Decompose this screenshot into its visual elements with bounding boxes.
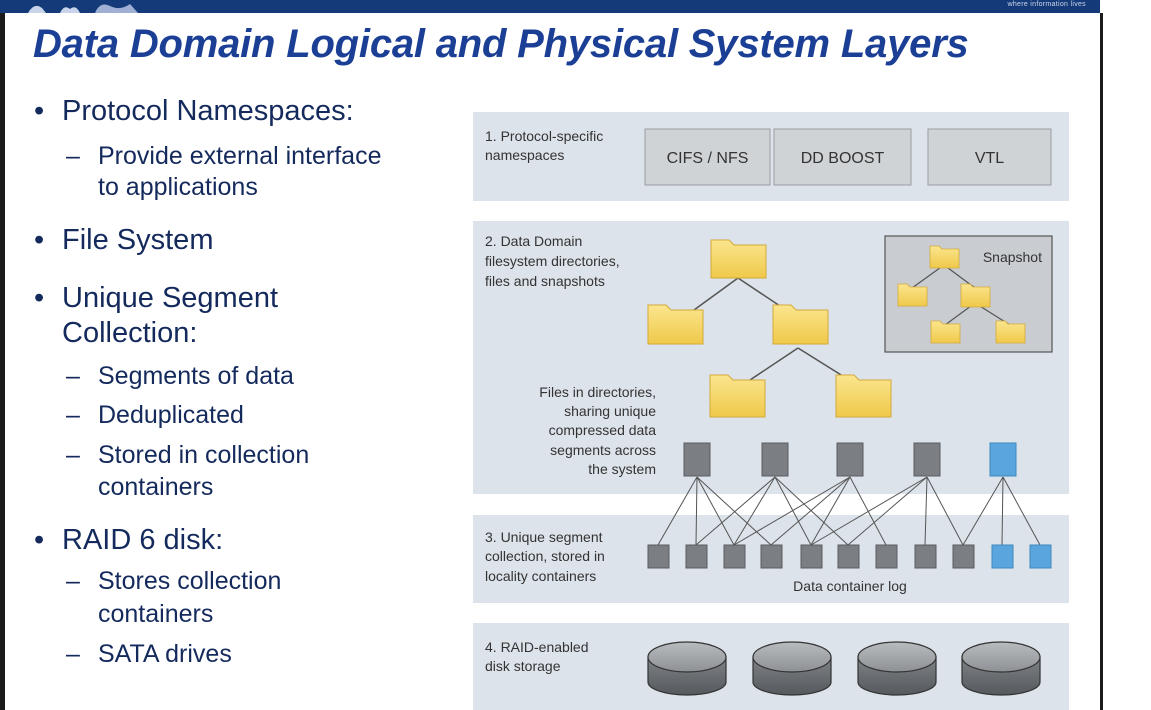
folder-icon (897, 283, 928, 307)
files-note-line4: segments across (550, 442, 656, 458)
sub-bullet-item: –Deduplicated (66, 401, 244, 429)
folder-icon (709, 374, 766, 418)
segment-link-lines (657, 476, 1041, 546)
sub-bullet-item: –SATA drives (66, 640, 232, 668)
disk-icon (647, 641, 727, 696)
folder-icon (960, 283, 991, 308)
layer2-label-line1: 2. Data Domain (485, 233, 582, 249)
protocol-box-label: CIFS / NFS (667, 150, 749, 167)
files-note-line2: sharing unique (564, 403, 656, 419)
bullet-text: RAID 6 disk: (62, 524, 224, 556)
container-segment (723, 544, 746, 569)
bullet-text: File System (62, 224, 214, 256)
sub-bullet-continuation: containers (98, 473, 214, 501)
disk-icon (857, 641, 937, 696)
folder-icon (647, 304, 704, 345)
bullet-item: •RAID 6 disk: (34, 524, 224, 556)
header-bar: where information lives (0, 0, 1100, 13)
bullet-continuation: Collection: (62, 317, 198, 349)
folder-icon (930, 320, 961, 344)
files-note-line5: the system (588, 461, 656, 477)
folder-icon (710, 239, 767, 279)
container-segment (837, 544, 860, 569)
container-segment (875, 544, 898, 569)
sub-bullet-text: Provide external interface (98, 142, 382, 170)
container-segment (647, 544, 670, 569)
slide-title: Data Domain Logical and Physical System … (33, 22, 969, 66)
protocol-box-label: DD BOOST (801, 150, 885, 167)
header-tagline: where information lives (1007, 1, 1086, 8)
bullet-item: •File System (34, 224, 214, 256)
layer1-label-line1: 1. Protocol-specific (485, 128, 603, 144)
layer3-label-line1: 3. Unique segment (485, 529, 603, 545)
bullet-item: •Unique Segment (34, 282, 279, 314)
frame-left-border (0, 13, 5, 710)
sub-bullet-text: SATA drives (98, 640, 232, 668)
frame-right-border (1100, 13, 1103, 710)
bullet-text: Unique Segment (62, 282, 279, 314)
container-segment (760, 544, 783, 569)
sub-bullet-text: Stored in collection (98, 441, 310, 469)
sub-bullet-text: Stores collection (98, 567, 282, 595)
container-segment-snapshot (1029, 544, 1052, 569)
sub-bullet-text: Deduplicated (98, 401, 244, 429)
container-segment (914, 544, 937, 569)
layer1-label-line2: namespaces (485, 147, 564, 163)
container-segment (800, 544, 823, 569)
folder-icon (929, 245, 960, 269)
protocol-box-dd-boost (773, 128, 912, 186)
folder-icon (772, 304, 829, 345)
bullet-text: Protocol Namespaces: (62, 95, 354, 127)
container-segment-snapshot (991, 544, 1014, 569)
disk-icon (961, 641, 1041, 696)
layer4-label-line2: disk storage (485, 658, 561, 674)
layer2-label-line2: filesystem directories, (485, 253, 620, 269)
container-segment (952, 544, 975, 569)
snapshot-label: Snapshot (983, 249, 1042, 265)
layer3-label-line3: locality containers (485, 568, 596, 584)
sub-bullet-item: –Segments of data (66, 362, 294, 390)
disk-icon (752, 641, 832, 696)
sub-bullet-item: –Stored in collection (66, 441, 310, 469)
segment-block (761, 442, 789, 477)
layer3-label-line2: collection, stored in (485, 548, 605, 564)
container-segment (685, 544, 708, 569)
segment-block (683, 442, 711, 477)
data-container-log-label: Data container log (793, 578, 907, 594)
segment-block (913, 442, 941, 477)
segment-block-snapshot (989, 442, 1017, 477)
bullet-item: •Protocol Namespaces: (34, 95, 354, 127)
folder-icon (995, 320, 1026, 344)
folder-icon (835, 374, 892, 418)
protocol-box-cifs-nfs (644, 128, 771, 186)
files-note-line1: Files in directories, (539, 384, 656, 400)
sub-bullet-continuation: containers (98, 600, 214, 628)
sub-bullet-item: –Stores collection (66, 567, 282, 595)
segment-block (836, 442, 864, 477)
files-note-line3: compressed data (549, 422, 657, 438)
sub-bullet-continuation: to applications (98, 173, 258, 201)
protocol-box-label: VTL (975, 150, 1004, 167)
logo-icon (28, 4, 138, 13)
sub-bullet-text: Segments of data (98, 362, 294, 390)
layer2-label-line3: files and snapshots (485, 273, 605, 289)
sub-bullet-item: –Provide external interface (66, 142, 382, 170)
protocol-box-vtl (927, 128, 1052, 186)
layer4-label-line1: 4. RAID-enabled (485, 639, 589, 655)
